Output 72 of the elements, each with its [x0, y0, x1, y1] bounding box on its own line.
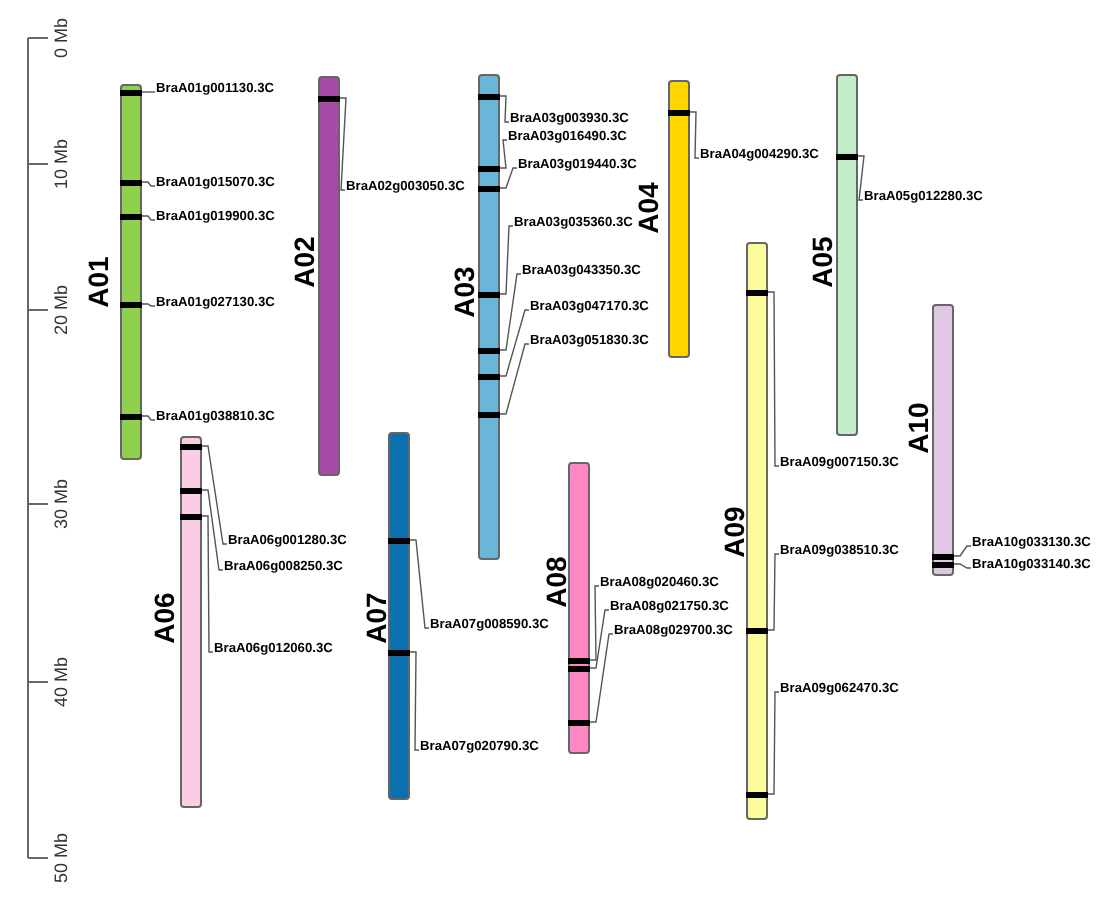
gene-band — [478, 165, 500, 171]
gene-band — [478, 373, 500, 379]
leader-line — [689, 111, 700, 159]
gene-band — [120, 213, 142, 219]
leader-line — [589, 585, 600, 661]
chromosome-label: A10 — [904, 402, 932, 454]
leader-line — [767, 553, 780, 631]
gene-band — [478, 185, 500, 191]
gene-band — [388, 649, 410, 655]
leader-line — [141, 415, 156, 421]
leader-line — [141, 303, 156, 307]
gene-band — [120, 301, 142, 307]
gene-band — [932, 553, 954, 559]
leader-line — [499, 309, 530, 377]
chromosome-label: A07 — [362, 592, 390, 644]
leader-line — [499, 273, 522, 351]
leader-line — [767, 291, 780, 467]
chromosome-label: A09 — [720, 506, 748, 558]
chromosome-label: A05 — [808, 236, 836, 288]
gene-band — [746, 627, 768, 633]
leader-line — [499, 167, 518, 189]
chromosome-label: A04 — [634, 182, 662, 234]
gene-band — [568, 665, 590, 671]
axis-tick-label: 10 Mb — [53, 139, 71, 189]
leader-line — [499, 139, 508, 169]
leader-line — [141, 91, 156, 93]
chromosome-label: A06 — [150, 592, 178, 644]
chromosome-label: A08 — [542, 556, 570, 608]
gene-band — [746, 289, 768, 295]
gene-band — [568, 657, 590, 663]
leader-line — [409, 539, 430, 629]
leader-line — [499, 225, 514, 295]
leader-line — [141, 215, 156, 221]
gene-band — [120, 89, 142, 95]
chromosome-label: A03 — [450, 266, 478, 318]
chromosome-label: A01 — [84, 256, 112, 308]
axis-tick-label: 0 Mb — [53, 18, 71, 58]
gene-band — [120, 413, 142, 419]
gene-band — [668, 109, 690, 115]
leader-line — [201, 445, 228, 545]
leader-line — [589, 633, 614, 723]
leader-line — [339, 97, 347, 191]
gene-band — [932, 561, 954, 567]
leader-line — [409, 651, 420, 751]
gene-band — [478, 93, 500, 99]
leader-line — [857, 155, 865, 201]
leader-line — [499, 95, 510, 123]
gene-band — [478, 291, 500, 297]
leader-line — [499, 343, 530, 415]
axis-tick-label: 50 Mb — [53, 833, 71, 883]
leader-line — [201, 515, 214, 653]
leader-line — [201, 489, 224, 571]
gene-band — [318, 95, 340, 101]
leader-line — [141, 181, 156, 187]
gene-band — [388, 537, 410, 543]
gene-band — [120, 179, 142, 185]
leader-line — [589, 609, 610, 669]
gene-band — [180, 487, 202, 493]
axis-tick-label: 20 Mb — [53, 285, 71, 335]
gene-band — [180, 513, 202, 519]
gene-band — [478, 347, 500, 353]
gene-band — [746, 791, 768, 797]
leader-line — [953, 545, 972, 557]
axis-tick-label: 30 Mb — [53, 479, 71, 529]
gene-band — [180, 443, 202, 449]
axis-tick-label: 40 Mb — [53, 657, 71, 707]
leader-line — [953, 563, 972, 569]
chromosome-label: A02 — [290, 236, 318, 288]
gene-band — [836, 153, 858, 159]
gene-band — [568, 719, 590, 725]
leader-line — [767, 691, 780, 795]
gene-band — [478, 411, 500, 417]
